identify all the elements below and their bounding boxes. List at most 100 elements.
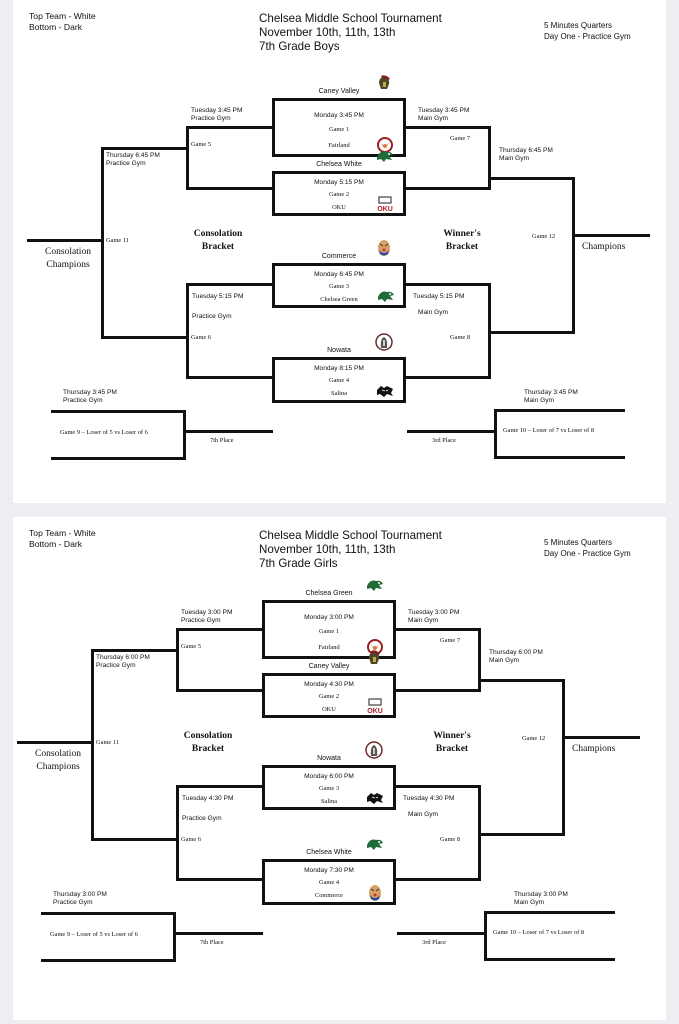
oku-logo-icon: OKU (376, 195, 394, 213)
game11-time: Thursday 6:00 PM (96, 654, 150, 661)
top-team-name: Caney Valley (308, 663, 350, 670)
wildcat-logo-icon (366, 789, 384, 807)
label-line: Consolation (45, 247, 91, 257)
wildcat-logo-icon (376, 382, 394, 400)
note-quarters: 5 Minutes Quarters (544, 538, 613, 547)
game-time: Monday 6:45 PM (314, 271, 364, 278)
third-place-line (397, 932, 487, 935)
label-line: Champions (46, 260, 90, 270)
game-time: Monday 5:15 PM (314, 179, 364, 186)
game11-label: Game 11 (106, 237, 130, 244)
game-time: Monday 3:00 PM (304, 614, 354, 621)
game7-venue: Main Gym (418, 115, 449, 122)
game-time: Monday 7:30 PM (304, 867, 354, 874)
game6-venue: Practice Gym (192, 313, 232, 320)
game-time: Monday 6:00 PM (304, 773, 354, 780)
title-line: Chelsea Middle School Tournament (259, 529, 442, 542)
game12-bracket-line (488, 177, 575, 334)
game8-time: Tuesday 5:15 PM (413, 293, 465, 300)
game10-time: Thursday 3:45 PM (524, 389, 578, 396)
game5-bracket-line (186, 126, 275, 190)
heading-line: Bracket (201, 242, 235, 252)
consolation-champion-line (27, 239, 104, 242)
champions-label: Champions (582, 242, 626, 252)
game-number: Game 1 (318, 628, 340, 635)
heading-line: Bracket (191, 744, 225, 754)
game8-venue: Main Gym (418, 309, 449, 316)
game5-time: Tuesday 3:45 PM (191, 107, 243, 114)
game-time: Monday 8:15 PM (314, 365, 364, 372)
game9-venue: Practice Gym (63, 397, 103, 404)
game6-time: Tuesday 5:15 PM (192, 293, 244, 300)
game12-bracket-line (478, 679, 565, 836)
seventh-place-line (183, 430, 273, 433)
green-dragon-logo-icon (376, 287, 394, 305)
game5-label: Game 5 (191, 141, 212, 148)
legend-top: Top Team - White (29, 528, 96, 538)
first-round-game-box: Monday 6:45 PM Game 3 Chelsea Green (272, 263, 406, 308)
bracket-diagram: Caney Valley Monday 3:45 PM Game 1 Fairl… (13, 0, 666, 503)
game6-label: Game 6 (191, 334, 212, 341)
game10-time: Thursday 3:00 PM (514, 891, 568, 898)
ironman-logo-icon (365, 741, 383, 759)
green-dragon-logo-icon (365, 576, 383, 594)
tiger-logo-icon (366, 884, 384, 902)
title-division: 7th Grade Girls (259, 557, 338, 570)
game-number: Game 4 (318, 879, 340, 886)
game9-bracket-line (51, 410, 186, 460)
top-team-name: Caney Valley (318, 88, 360, 95)
game6-bracket-line (186, 283, 275, 379)
label-line: Consolation (35, 749, 81, 759)
game11-label: Game 11 (96, 739, 120, 746)
third-place-label: 3rd Place (432, 437, 456, 444)
bottom-team-name: Commerce (314, 892, 344, 899)
seventh-place-label: 7th Place (200, 939, 224, 946)
heading-line: Consolation (193, 229, 243, 239)
game6-bracket-line (176, 785, 265, 881)
top-team-name: Chelsea White (306, 849, 352, 856)
heading-line: Bracket (445, 242, 479, 252)
game5-bracket-line (176, 628, 265, 692)
note-day-one: Day One - Practice Gym (544, 549, 631, 558)
game7-label: Game 7 (440, 637, 461, 644)
seventh-place-line (173, 932, 263, 935)
oku-logo-icon: OKU (366, 697, 384, 715)
champion-line (562, 736, 640, 739)
bottom-team-name: Fairland (318, 644, 340, 651)
game-number: Game 4 (328, 377, 350, 384)
game5-venue: Practice Gym (191, 115, 231, 122)
game9-venue: Practice Gym (53, 899, 93, 906)
game8-label: Game 8 (450, 334, 471, 341)
third-place-label: 3rd Place (422, 939, 446, 946)
bottom-team-name: Fairland (328, 142, 350, 149)
bottom-team-name: Salina (321, 798, 337, 805)
heading-line: Bracket (435, 744, 469, 754)
game5-label: Game 5 (181, 643, 202, 650)
bracket-diagram: Chelsea Green Monday 3:00 PM Game 1 Fair… (3, 502, 656, 1005)
legend-top: Top Team - White (29, 11, 96, 21)
game9-bracket-line (41, 912, 176, 962)
title-dates: November 10th, 11th, 13th (259, 26, 396, 39)
game8-label: Game 8 (440, 836, 461, 843)
title-line: Chelsea Middle School Tournament (259, 12, 442, 25)
game10-venue: Main Gym (524, 397, 555, 404)
first-round-game-box: Monday 8:15 PM Game 4 Salina (272, 357, 406, 403)
green-dragon-logo-icon (375, 147, 393, 165)
heading-line: Consolation (183, 731, 233, 741)
top-team-name: Nowata (327, 347, 351, 354)
top-team-name: Chelsea White (316, 161, 362, 168)
game7-bracket-line (393, 628, 481, 692)
game-number: Game 3 (328, 283, 350, 290)
game12-time: Thursday 6:45 PM (499, 147, 553, 154)
game10-label: Game 10 – Loser of 7 vs Loser of 8 (503, 427, 595, 434)
bottom-team-name: OKU (332, 204, 346, 211)
game6-venue: Practice Gym (182, 815, 222, 822)
